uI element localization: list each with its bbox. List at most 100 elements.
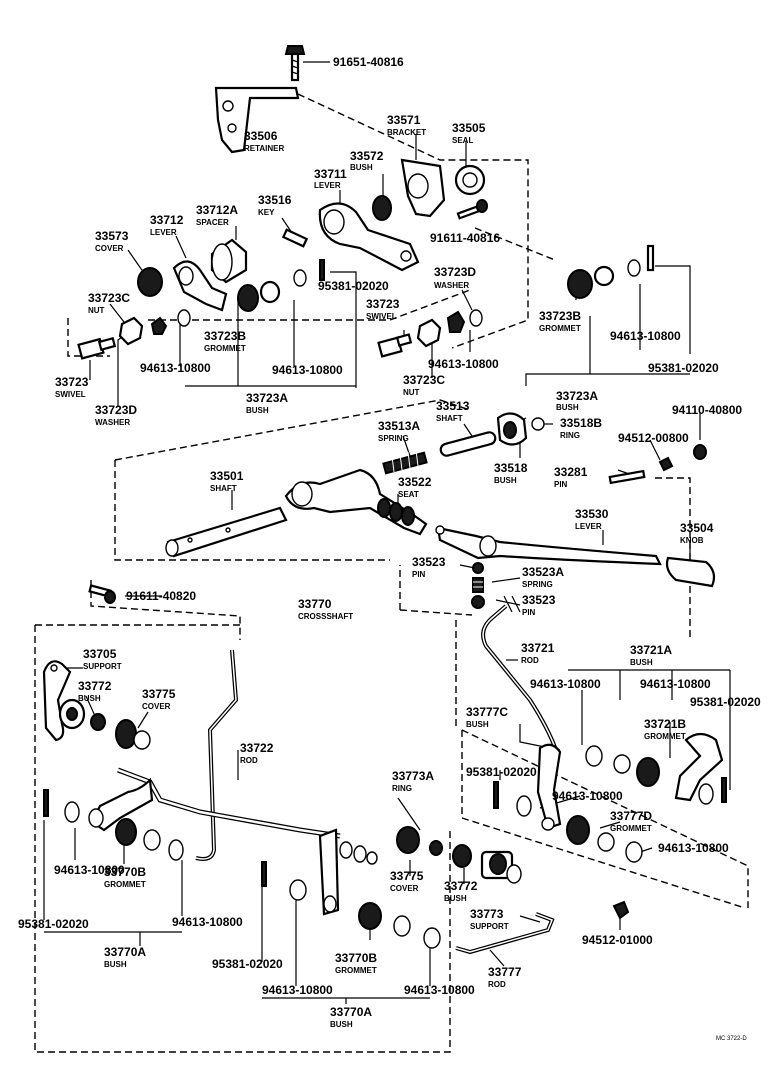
label-95381-02020-f: 95381-02020 xyxy=(212,957,283,971)
spring-33523a xyxy=(472,577,484,593)
svg-text:33712: 33712 xyxy=(150,213,184,227)
svg-text:33773: 33773 xyxy=(470,907,504,921)
svg-text:GROMMET: GROMMET xyxy=(644,732,686,741)
svg-text:SPRING: SPRING xyxy=(378,434,409,443)
svg-text:WASHER: WASHER xyxy=(95,418,130,427)
svg-text:33501: 33501 xyxy=(210,469,244,483)
svg-text:33711: 33711 xyxy=(314,167,347,181)
washer-94613-bottom-2 xyxy=(423,927,441,949)
svg-text:ROD: ROD xyxy=(521,656,539,665)
label-94613-10800-c: 94613-10800 xyxy=(272,363,343,377)
svg-text:BUSH: BUSH xyxy=(330,1020,353,1029)
support-33773 xyxy=(480,850,522,884)
svg-text:33505: 33505 xyxy=(452,121,486,135)
svg-text:33723A: 33723A xyxy=(556,389,598,403)
rod-33721 xyxy=(481,595,558,751)
parts xyxy=(42,45,727,955)
svg-text:94613-10800: 94613-10800 xyxy=(172,915,243,929)
cover-33775-right xyxy=(396,826,420,854)
grommet-33770b-left xyxy=(115,818,137,846)
label-94613-10800-d: 94613-10800 xyxy=(428,357,499,371)
washer-left xyxy=(293,269,307,287)
svg-text:33504: 33504 xyxy=(680,521,714,535)
svg-text:33721B: 33721B xyxy=(644,717,686,731)
svg-text:RING: RING xyxy=(392,784,412,793)
ring-33518b xyxy=(531,417,545,431)
svg-text:SEAL: SEAL xyxy=(452,136,473,145)
label-94613-10800-k: 94613-10800 xyxy=(262,983,333,997)
shaft-33513 xyxy=(439,431,497,457)
label-94110-40800: 94110-40800 xyxy=(672,403,742,417)
washer-94613-left-2 xyxy=(168,839,184,861)
svg-text:94613-10800: 94613-10800 xyxy=(530,677,601,691)
svg-text:33572: 33572 xyxy=(350,149,384,163)
svg-text:33723A: 33723A xyxy=(246,391,288,405)
svg-text:95381-02020: 95381-02020 xyxy=(212,957,283,971)
svg-text:94613-10800: 94613-10800 xyxy=(640,677,711,691)
svg-text:LEVER: LEVER xyxy=(314,181,341,190)
label-94613-10800-j: 94613-10800 xyxy=(172,915,243,929)
label-95381-02020-d: 95381-02020 xyxy=(466,765,537,779)
bolt-91651 xyxy=(284,45,306,82)
svg-text:PIN: PIN xyxy=(412,570,426,579)
label-91651-40816: 91651-40816 xyxy=(333,55,404,69)
svg-text:33513A: 33513A xyxy=(378,419,420,433)
grommet-33721b xyxy=(636,757,660,787)
svg-text:33777D: 33777D xyxy=(610,809,652,823)
svg-text:95381-02020: 95381-02020 xyxy=(466,765,537,779)
svg-text:SWIVEL: SWIVEL xyxy=(366,312,397,321)
svg-text:33723: 33723 xyxy=(55,375,89,389)
svg-text:33573: 33573 xyxy=(95,229,129,243)
label-95381-02020-c: 95381-02020 xyxy=(690,695,761,709)
svg-text:33712A: 33712A xyxy=(196,203,238,217)
svg-text:KEY: KEY xyxy=(258,208,275,217)
cover-33573 xyxy=(137,267,163,297)
svg-text:SHAFT: SHAFT xyxy=(210,484,237,493)
svg-text:CROSSSHAFT: CROSSSHAFT xyxy=(298,612,353,621)
svg-text:33721: 33721 xyxy=(521,641,555,655)
washer-94613-left xyxy=(64,801,80,823)
grommet-33723b-left xyxy=(237,284,259,312)
grommet-33777d xyxy=(566,815,590,845)
svg-text:94613-10800: 94613-10800 xyxy=(552,789,623,803)
rod-33777 xyxy=(455,912,555,955)
svg-text:BUSH: BUSH xyxy=(494,476,517,485)
grommet-33723b-right xyxy=(567,269,593,299)
svg-text:33723B: 33723B xyxy=(539,309,581,323)
bush-33772-right xyxy=(452,844,472,868)
grommet-33770b-bottom xyxy=(358,902,382,930)
svg-text:33530: 33530 xyxy=(575,507,609,521)
bush-33723a-left xyxy=(259,280,281,304)
seat-33522 xyxy=(377,498,391,518)
pin-33523-bottom xyxy=(471,595,485,609)
svg-text:33723D: 33723D xyxy=(95,403,137,417)
pin-33523-top xyxy=(472,562,484,574)
svg-text:95381-02020: 95381-02020 xyxy=(648,361,719,375)
retainer-bracket xyxy=(214,86,300,154)
bush-33777 xyxy=(597,832,615,852)
svg-text:94512-00800: 94512-00800 xyxy=(618,431,689,445)
svg-text:95381-02020: 95381-02020 xyxy=(690,695,761,709)
svg-text:33571: 33571 xyxy=(387,113,421,127)
washer-33723d-mid xyxy=(446,310,466,333)
label-95381-02020-e: 95381-02020 xyxy=(18,917,89,931)
